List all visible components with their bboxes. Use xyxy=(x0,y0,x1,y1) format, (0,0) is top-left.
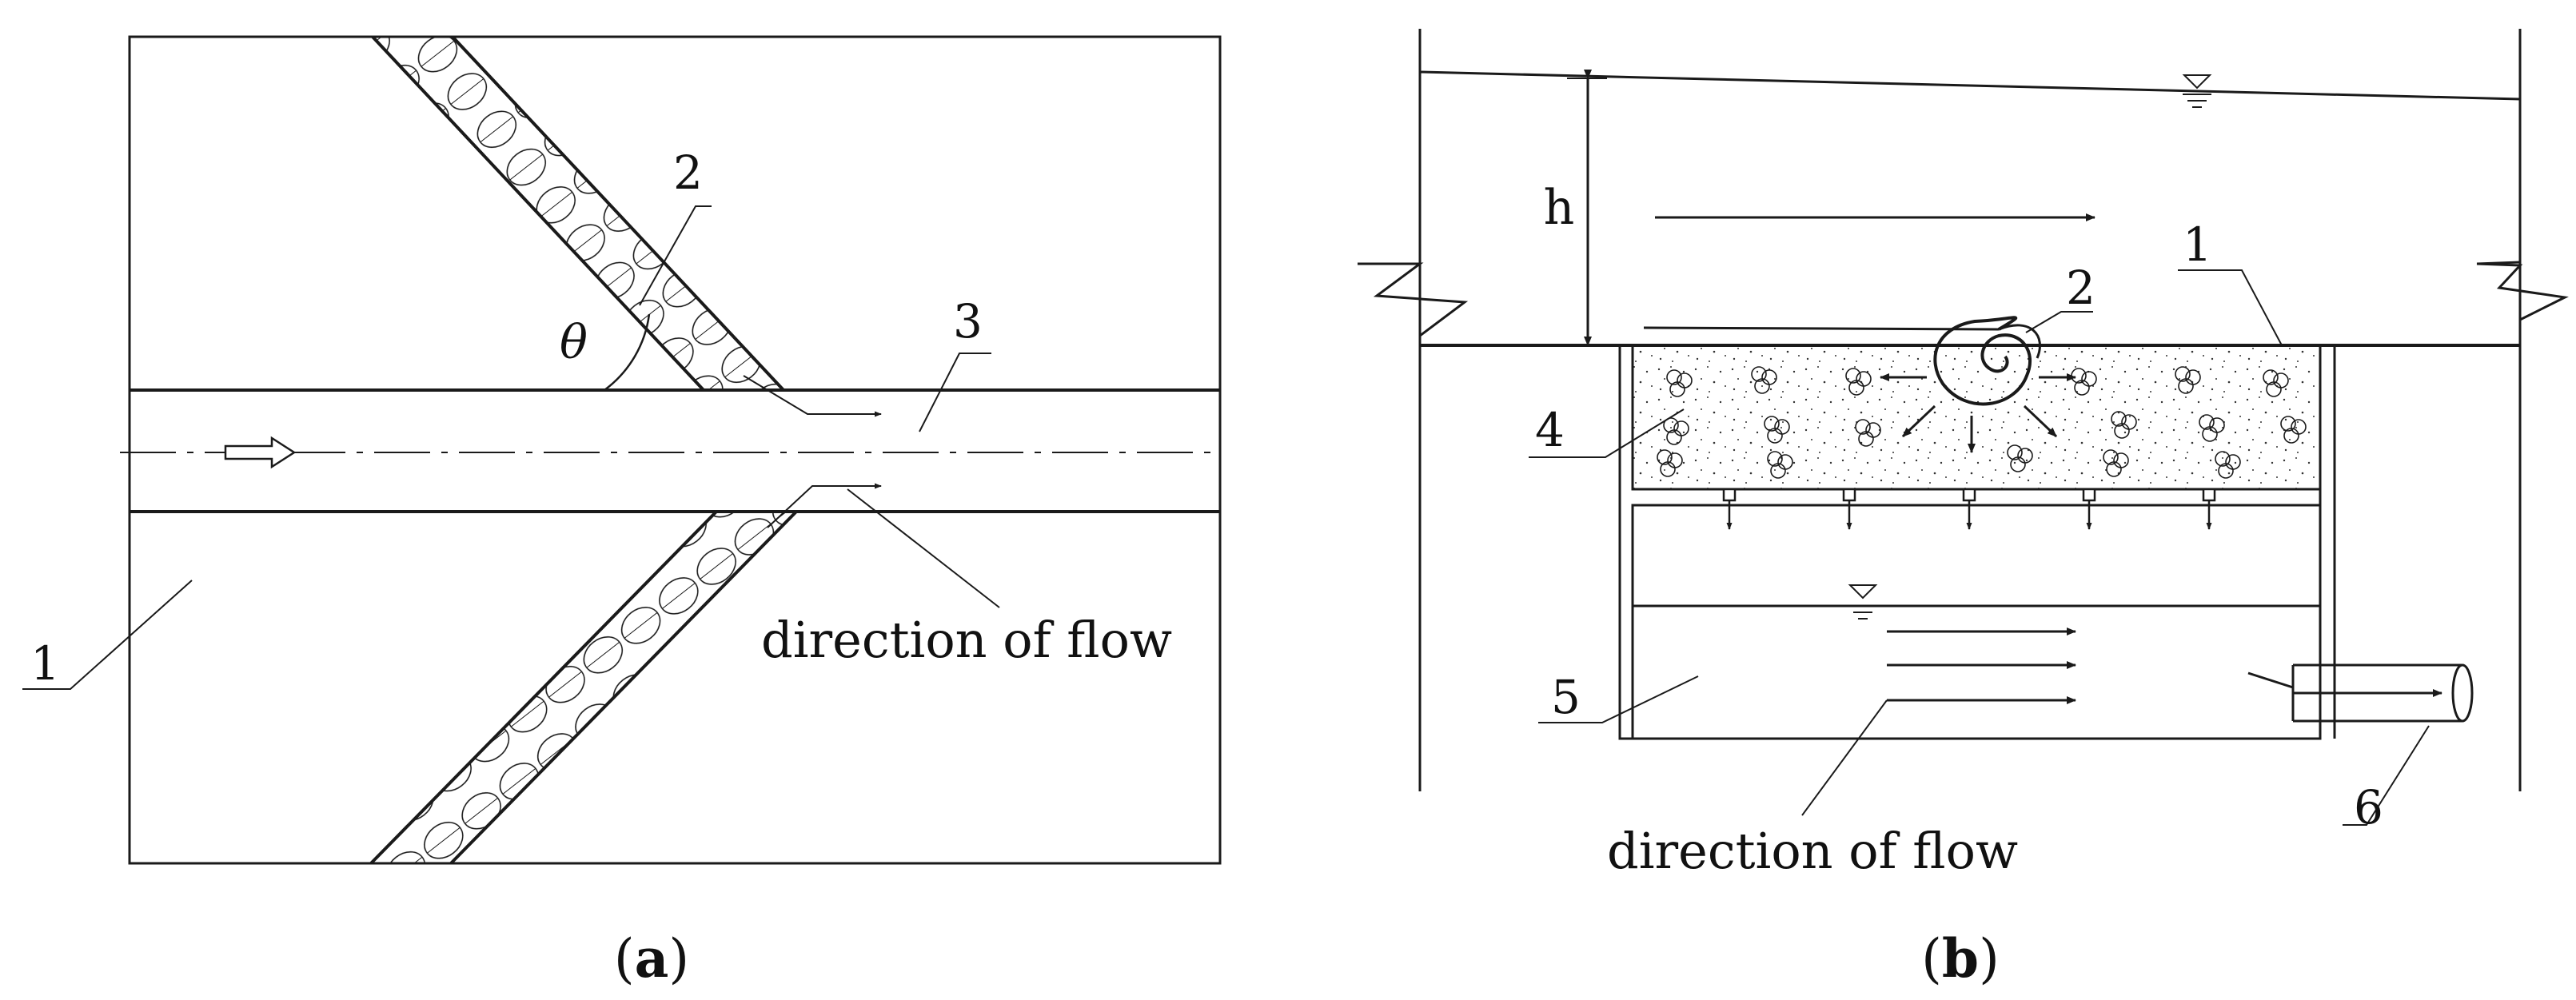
callout-1-leader-b xyxy=(2178,269,2283,346)
water-level-symbol-top xyxy=(2182,74,2212,108)
spiral-outflow-arrows xyxy=(1880,373,2076,453)
angle-arc xyxy=(604,313,651,392)
callout-6-label-b: 6 xyxy=(2354,780,2383,835)
callout-1-label: 1 xyxy=(30,636,60,691)
chamber-flow-arrows xyxy=(1887,627,2076,704)
callout-6-leader-b xyxy=(2343,725,2430,826)
caption-a: (a) xyxy=(614,927,689,990)
callout-2-leader-b xyxy=(2025,311,2093,333)
filter-drain-outlets xyxy=(1722,488,2216,530)
outlet-pipe xyxy=(2247,663,2474,723)
callout-4-label-b: 4 xyxy=(1535,403,1565,457)
inflow-arrow xyxy=(224,436,297,469)
flow-label-leader xyxy=(847,488,1000,608)
callout-1-leader xyxy=(22,580,193,690)
callout-3-leader xyxy=(919,353,991,432)
flow-label-b: direction of flow xyxy=(1607,822,2018,880)
panel-a-frame xyxy=(128,35,1222,865)
storage-chamber xyxy=(1631,504,2322,740)
callout-5-leader-b xyxy=(1538,675,1699,723)
flow-line-upper xyxy=(743,375,882,417)
flow-label-a: direction of flow xyxy=(761,611,1172,669)
callout-1-label-b: 1 xyxy=(2183,217,2212,272)
depth-label: h xyxy=(1544,180,1575,236)
caption-b: (b) xyxy=(1921,927,2000,990)
gravel-clusters xyxy=(1657,366,2307,479)
callout-5-label-b: 5 xyxy=(1551,670,1581,724)
panel-a: θ 1 2 3 direction of flow (a) xyxy=(22,35,1222,990)
break-mark-right xyxy=(2476,261,2569,321)
callout-3-label: 3 xyxy=(953,294,983,349)
panel-b: h xyxy=(1358,29,2569,990)
callout-2-label: 2 xyxy=(673,145,703,200)
callout-2-label-b: 2 xyxy=(2066,261,2095,315)
spiral-inlet xyxy=(1933,316,2041,406)
upper-diagonal-drain xyxy=(371,35,785,392)
callout-4-leader-b xyxy=(1529,408,1685,458)
angle-symbol: θ xyxy=(560,315,588,369)
inlet-plate xyxy=(1643,326,2000,331)
flow-label-leader-b xyxy=(1801,699,1888,816)
flow-line-lower xyxy=(767,483,882,528)
lower-diagonal-drain xyxy=(369,510,798,865)
break-mark-left xyxy=(1358,262,1469,338)
filter-media xyxy=(1631,344,2322,491)
water-level-symbol-chamber xyxy=(1848,584,1878,620)
water-surface-top xyxy=(1419,70,2521,101)
callout-2-leader xyxy=(639,205,712,306)
